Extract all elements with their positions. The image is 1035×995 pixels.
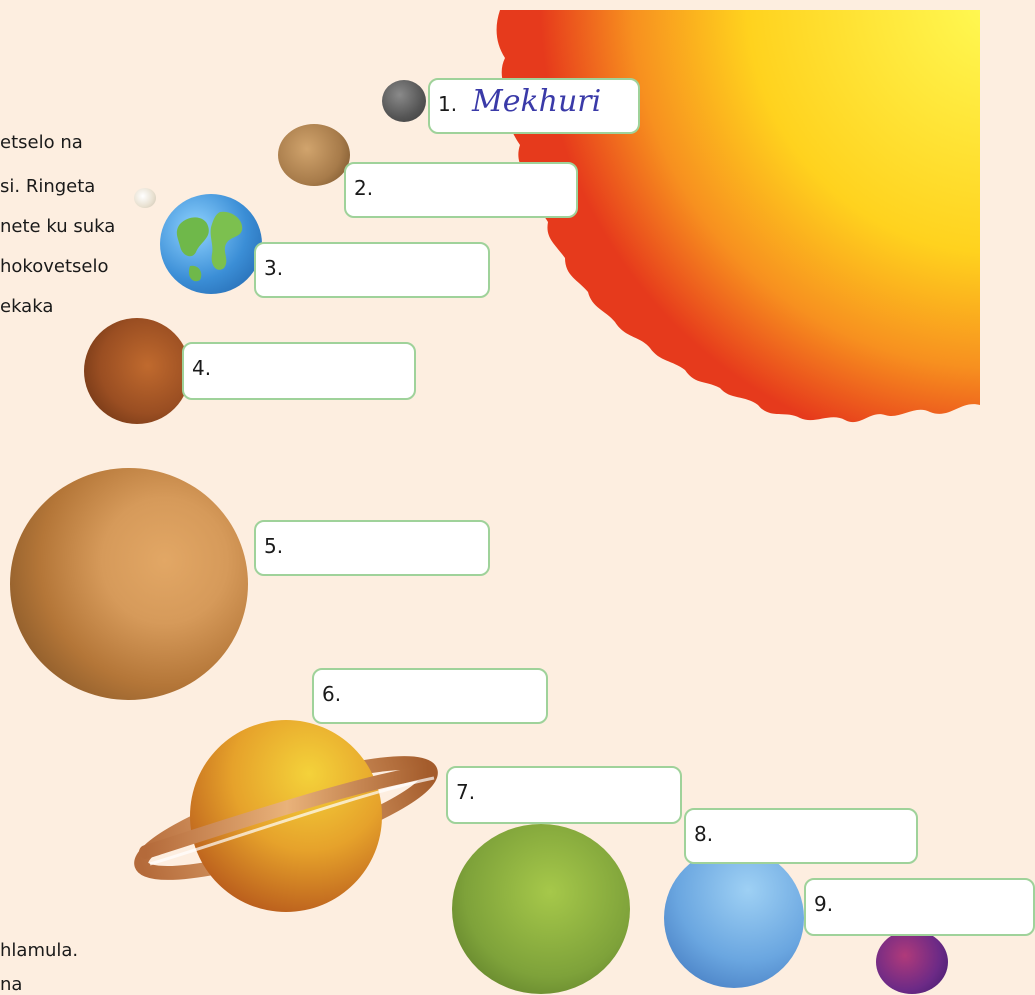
planet-answer-1: Mekhuri (472, 84, 602, 119)
intro-line-3: nete ku suka (0, 216, 116, 237)
planet-label-box-6[interactable]: 6. (312, 668, 548, 724)
planet-label-box-9[interactable]: 9. (804, 878, 1035, 936)
planet-number-9: 9. (814, 892, 834, 916)
intro-line-1: etselo na (0, 132, 83, 153)
neptune-icon (664, 848, 804, 988)
earth-icon (160, 194, 262, 294)
planet-number-7: 7. (456, 780, 476, 804)
mars-icon (84, 318, 190, 424)
moon-icon (134, 188, 156, 208)
planet-number-5: 5. (264, 534, 284, 558)
saturn-icon (134, 720, 438, 912)
planet-label-box-4[interactable]: 4. (182, 342, 416, 400)
intro-line-2: si. Ringeta (0, 176, 96, 197)
planet-number-2: 2. (354, 176, 374, 200)
venus-icon (278, 124, 350, 186)
intro-line-4: hokovetselo (0, 256, 109, 277)
planet-label-box-2[interactable]: 2. (344, 162, 578, 218)
planet-number-1: 1. (438, 92, 458, 116)
planet-label-box-5[interactable]: 5. (254, 520, 490, 576)
planet-number-4: 4. (192, 356, 212, 380)
planet-number-3: 3. (264, 256, 284, 280)
bottom-line-1: hlamula. (0, 940, 79, 961)
planet-label-box-3[interactable]: 3. (254, 242, 490, 298)
jupiter-icon (10, 468, 248, 700)
planet-number-8: 8. (694, 822, 714, 846)
earth-continents (176, 211, 243, 282)
planet-number-6: 6. (322, 682, 342, 706)
bottom-line-2: na (0, 974, 23, 995)
pluto-icon (876, 930, 948, 994)
planet-label-box-7[interactable]: 7. (446, 766, 682, 824)
mercury-icon (382, 80, 426, 122)
planet-label-box-8[interactable]: 8. (684, 808, 918, 864)
uranus-icon (452, 824, 630, 994)
intro-line-5: ekaka (0, 296, 54, 317)
planet-label-box-1[interactable]: 1. Mekhuri (428, 78, 640, 134)
